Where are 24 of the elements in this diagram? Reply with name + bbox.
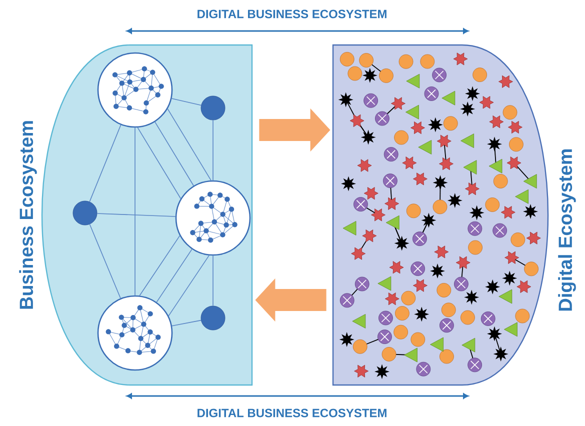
link-line [167,108,212,181]
link-line [96,213,176,217]
link-line [171,98,202,106]
link-line [154,122,194,186]
link-line [139,235,180,296]
link-line [137,127,182,200]
network-dot [200,306,226,330]
network-dot [200,96,226,120]
cluster-circle [97,52,173,128]
link-line [212,120,214,181]
network-dot [72,200,98,226]
link-line [89,124,122,202]
link-line [156,248,192,303]
link-line [168,255,210,316]
banner-label: DIGITAL BUSINESS ECOSYSTEM [198,408,386,418]
link-line [89,224,121,299]
link-line [172,320,202,326]
banner-label: DIGITAL BUSINESS ECOSYSTEM [198,10,386,18]
panel-title: Business Ecosystem [19,121,37,309]
link-line [212,255,214,306]
link-line [134,127,136,296]
panel-title: Digital Ecosystem [558,149,576,311]
cluster-circle [97,295,173,371]
cluster-circle [175,180,251,256]
